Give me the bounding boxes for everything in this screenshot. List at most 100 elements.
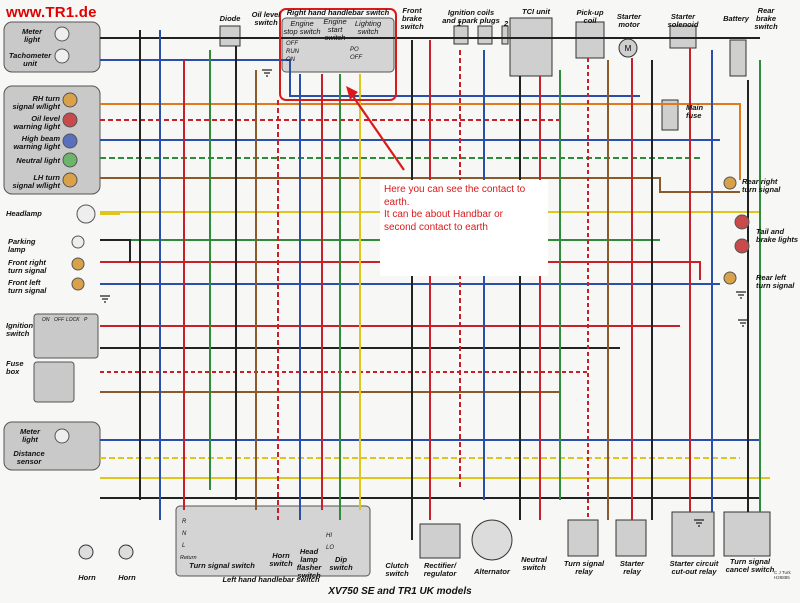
label-starter-relay: Starter relay: [619, 559, 645, 576]
horn-2-icon: [118, 544, 134, 560]
label-starter-cutout-relay: Starter circuit cut-out relay: [669, 559, 719, 576]
cancel-switch-box: [723, 511, 771, 557]
earth-symbols: [100, 69, 748, 527]
high-beam-lamp: [62, 133, 78, 149]
label-left-handlebar-switch: Left hand handlebar switch: [222, 575, 320, 584]
label-right-handlebar-switch: Right hand handlebar switch: [286, 8, 390, 17]
main-fuse-box: [661, 99, 679, 131]
credit: C J Turk H28885: [774, 570, 791, 580]
switch-text-ign-on: ON: [42, 317, 50, 323]
left-panel-meter2: [3, 421, 101, 471]
label-battery: Battery: [723, 14, 749, 23]
alternator-icon: [471, 519, 513, 561]
pickup-coil-box: [575, 21, 605, 59]
tci-unit-box: [509, 17, 553, 77]
switch-text-ts-n: N: [182, 531, 187, 537]
diode-box: [219, 25, 241, 47]
label-distance-sensor: Distance sensor: [13, 449, 45, 466]
switch-text-ign-p: P: [84, 317, 88, 323]
ignition-coil-2: [477, 25, 493, 45]
label-engine-stop-switch: Engine stop switch: [283, 19, 321, 36]
label-alternator: Alternator: [474, 567, 510, 576]
tail-lamp-1: [734, 214, 750, 230]
label-neutral-switch: Neutral switch: [521, 555, 547, 572]
rectifier-box: [419, 523, 461, 559]
battery-box: [729, 39, 747, 77]
starter-relay-box: [615, 519, 647, 557]
switch-text-ts-l: L: [182, 543, 186, 549]
switch-text-lo: LO: [326, 545, 335, 551]
label-engine-start-switch: Engine start switch: [323, 17, 347, 42]
switch-text-ts-return: Return: [180, 555, 197, 561]
label-lighting-switch: Lighting switch: [354, 19, 382, 36]
label-oil-warning: Oil level warning light: [13, 114, 60, 131]
indicator-lamps: [54, 26, 750, 560]
label-main-fuse: Main fuse: [686, 103, 704, 120]
horn-1-icon: [78, 544, 94, 560]
turn-relay-box: [567, 519, 599, 557]
rear-left-turn-lamp: [723, 271, 737, 285]
meter-light-2-lamp: [54, 428, 70, 444]
label-high-beam-warning: High beam warning light: [13, 134, 60, 151]
label-oil-level-switch: Oil level switch: [251, 10, 281, 27]
label-front-right-turn: Front right turn signal: [8, 258, 47, 275]
label-rh-turn-signal: RH turn signal w/light: [12, 94, 60, 111]
label-rear-left-turn: Rear left turn signal: [756, 273, 795, 290]
site-url[interactable]: www.TR1.de: [6, 4, 97, 21]
label-clutch-switch: Clutch switch: [385, 561, 409, 578]
label-tci-unit: TCI unit: [522, 7, 550, 16]
label-parking-lamp: Parking lamp: [8, 237, 36, 254]
label-starter-motor: Starter motor: [616, 12, 642, 29]
switch-text-ign-lock: LOCK: [66, 317, 80, 323]
diagram-caption: XV750 SE and TR1 UK models: [328, 586, 472, 597]
label-meter-light-2: Meter light: [19, 427, 40, 444]
switch-text-ign-off: OFF: [54, 317, 64, 323]
label-front-brake-switch: Front brake switch: [400, 6, 424, 31]
oil-warning-lamp: [62, 112, 78, 128]
headlamp: [76, 204, 96, 224]
label-starter-solenoid: Starter solenoid: [667, 12, 699, 29]
tail-lamp-2: [734, 238, 750, 254]
rear-right-turn-lamp: [723, 176, 737, 190]
label-horn-2: Horn: [118, 573, 136, 582]
label-fuse-box: Fuse box: [6, 359, 24, 376]
label-rear-right-turn: Rear right turn signal: [742, 177, 781, 194]
label-tail-brake: Tail and brake lights: [756, 227, 799, 244]
label-horn-switch: Horn switch: [269, 551, 293, 568]
left-panel-meters: [3, 21, 101, 73]
annotation-line-2: earth.: [384, 196, 410, 208]
label-diode: Diode: [219, 14, 241, 23]
left-panel-ignition: [33, 313, 99, 359]
cutout-relay-box: [671, 511, 715, 557]
label-rectifier: Rectifier/ regulator: [423, 561, 457, 578]
switch-text-run: RUN: [286, 49, 299, 55]
label-tachometer-unit: Tachometer unit: [8, 51, 52, 68]
switch-text-off2: OFF: [350, 55, 362, 61]
label-meter-light: Meter light: [21, 27, 42, 44]
svg-text:M: M: [625, 44, 632, 53]
label-ignition-switch: Ignition switch: [6, 321, 34, 338]
label-neutral-light: Neutral light: [16, 156, 60, 165]
front-right-turn-lamp: [71, 257, 85, 271]
label-ignition-coils: Ignition coils and spark plugs: [442, 8, 500, 25]
right-handlebar-panel: [281, 17, 395, 73]
label-pickup-coil: Pick-up coil: [576, 8, 604, 25]
label-rear-brake-switch: Rear brake switch: [754, 6, 778, 31]
label-headlamp-flasher: Head lamp flasher switch: [296, 547, 322, 580]
annotation-note: Here you can see the contact to earth. I…: [380, 180, 548, 276]
label-horn-1: Horn: [78, 573, 96, 582]
switch-text-off: OFF: [286, 41, 298, 47]
label-plug-2: 2: [504, 19, 509, 28]
ignition-coil-1: [453, 25, 469, 45]
tacho-lamp: [54, 48, 70, 64]
annotation-line-3: It can be about Handbar or: [384, 209, 503, 220]
label-turn-signal-switch: Turn signal switch: [189, 561, 255, 570]
meter-light-lamp: [54, 26, 70, 42]
neutral-lamp: [62, 152, 78, 168]
highlight-box-right-switch: [279, 8, 397, 101]
switch-text-ts-r: R: [182, 519, 187, 525]
switch-text-po: PO: [350, 47, 359, 53]
annotation-line-1: Here you can see the contact to: [384, 184, 526, 195]
